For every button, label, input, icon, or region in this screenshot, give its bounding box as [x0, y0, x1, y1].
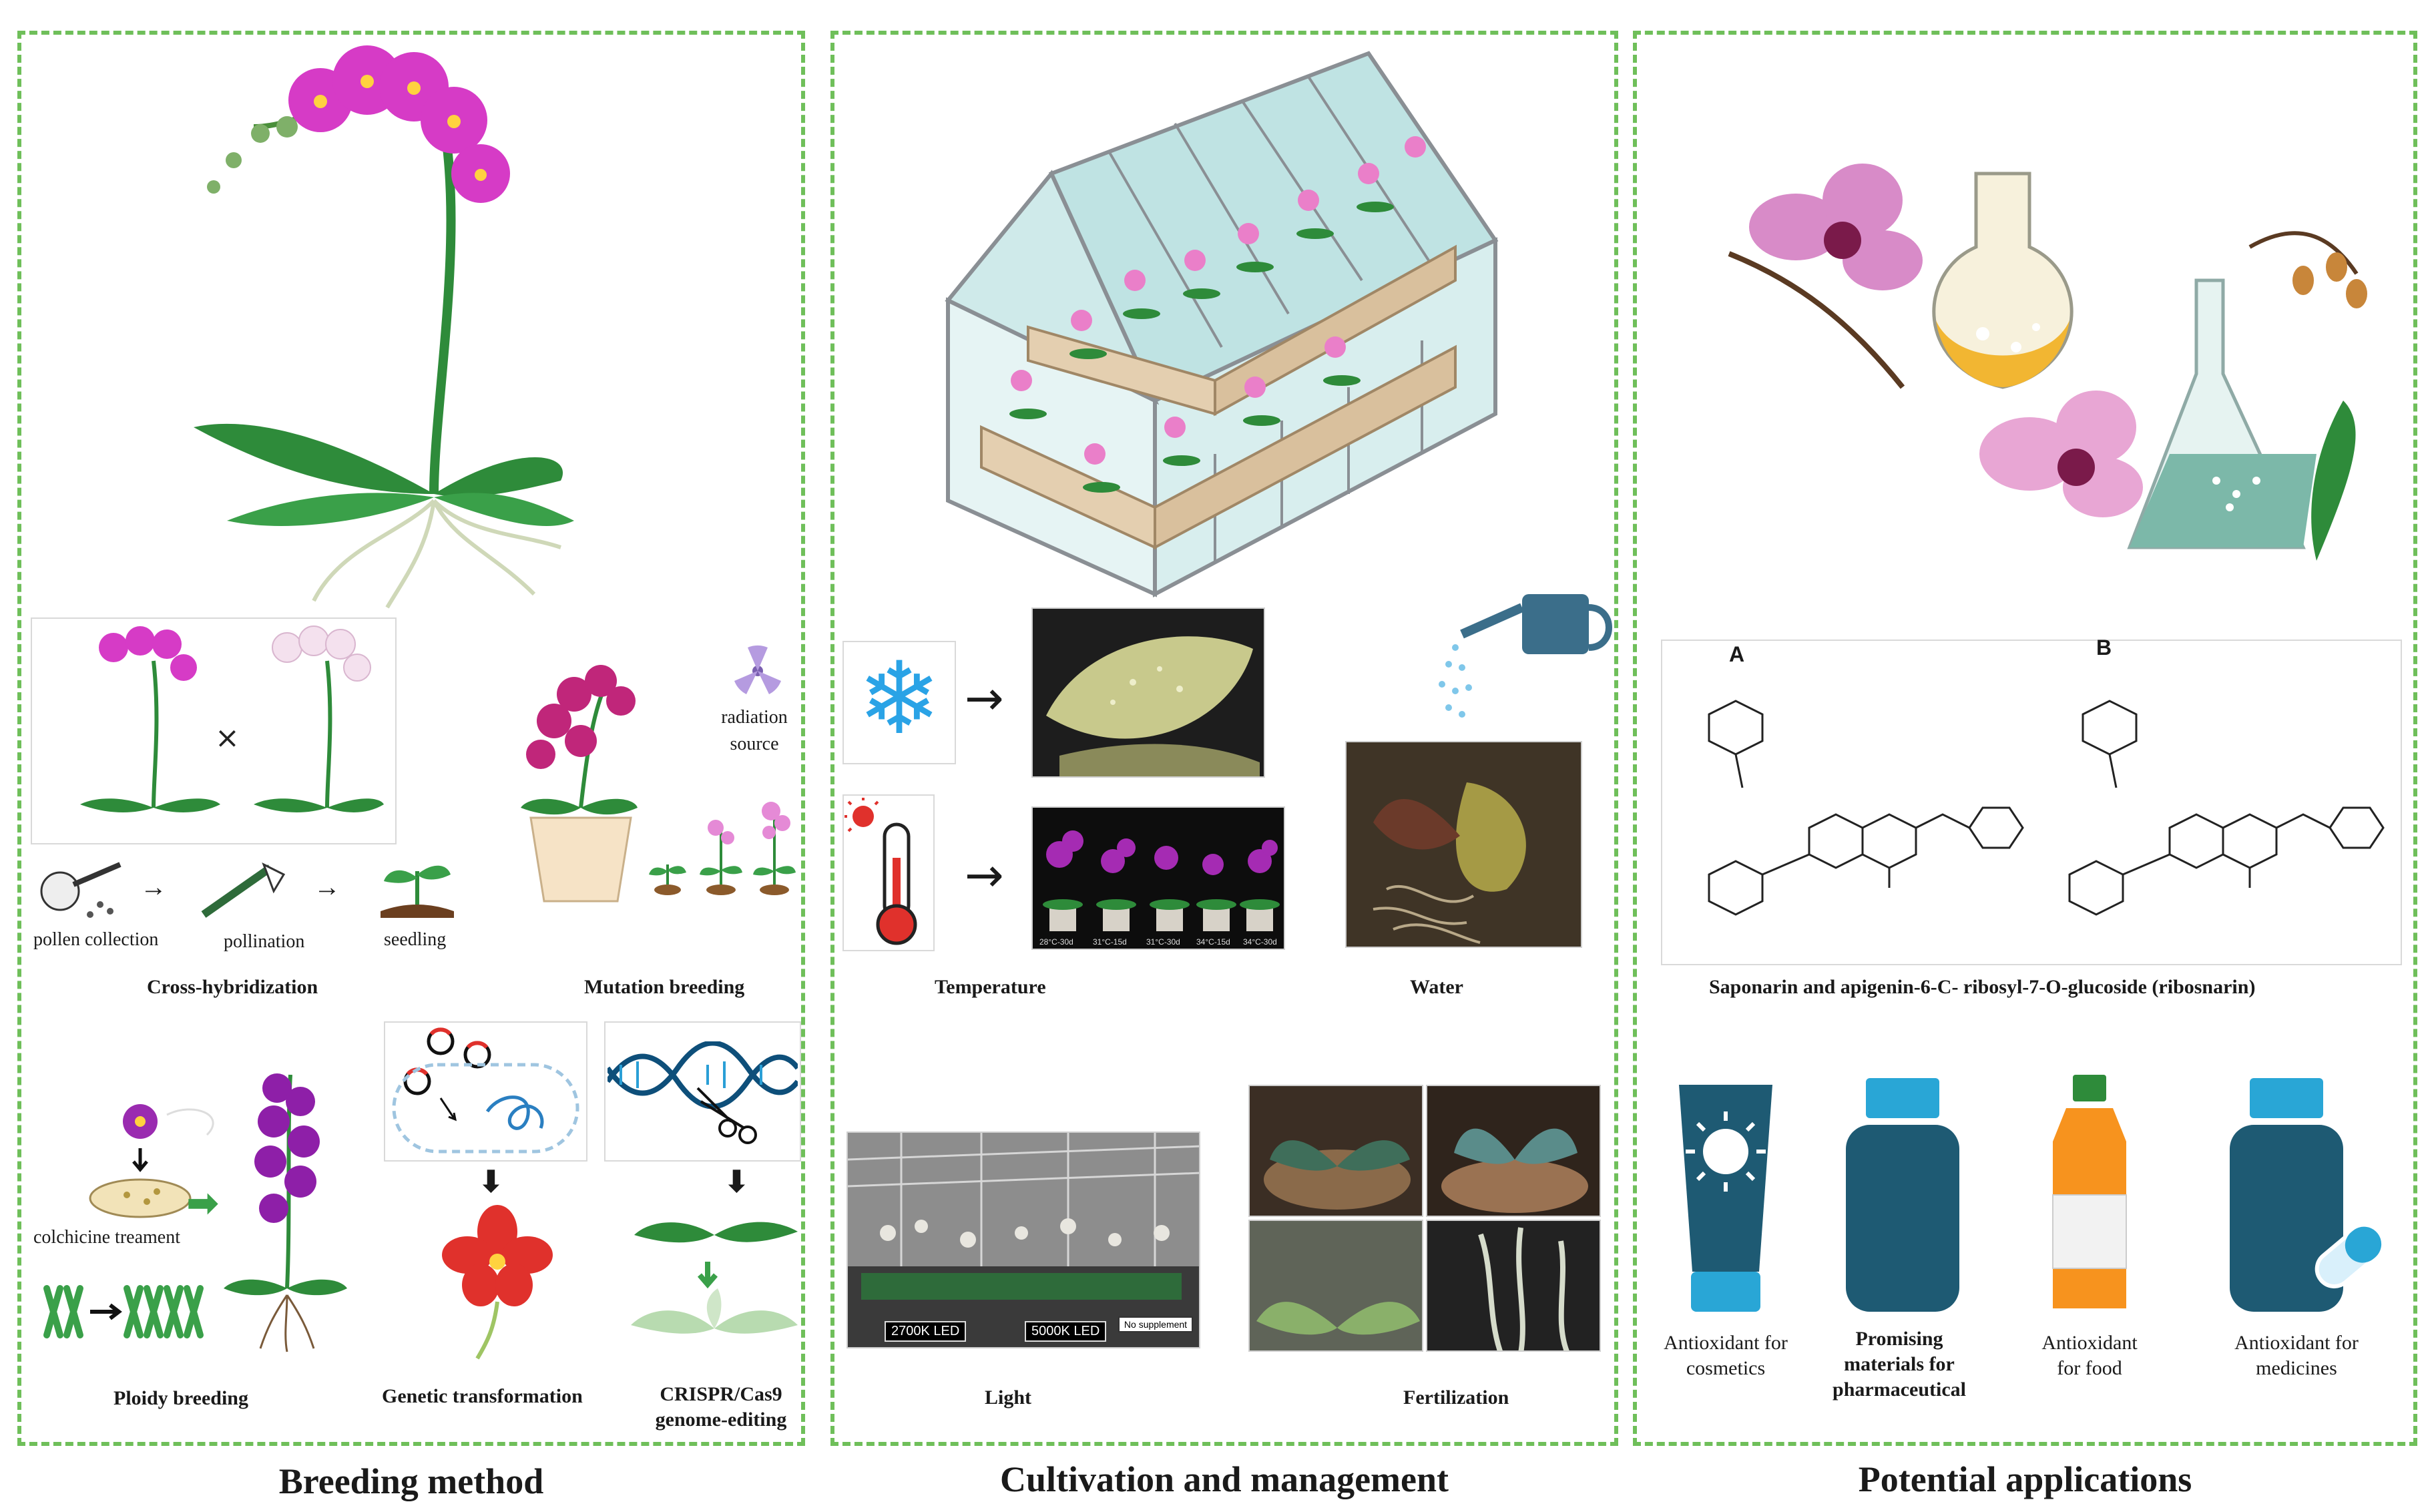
- colchicine-treatment-illustration: [89, 1104, 214, 1218]
- arrow-icon: →: [314, 872, 340, 902]
- fertilization-photo-3: [1248, 1220, 1423, 1352]
- temp-label-5: 34°C-30d: [1243, 937, 1277, 947]
- temp-label-4: 34°C-15d: [1196, 937, 1230, 947]
- arrow-icon: →: [140, 872, 167, 902]
- scissors-icon: [696, 1087, 757, 1144]
- dna-icon: [607, 1041, 798, 1144]
- greenhouse-icon: [945, 51, 1499, 597]
- temp-label-3: 31°C-30d: [1146, 937, 1180, 947]
- mutation-breeding-label: Mutation breeding: [584, 976, 745, 998]
- chemical-structures-box: [1661, 640, 2402, 965]
- potential-applications-caption: Potential applications: [1858, 1459, 2192, 1499]
- plasmid-illustration: [392, 1027, 579, 1154]
- light-greenhouse-photo: 2700K LED 5000K LED No supplement: [846, 1131, 1200, 1348]
- cross-hybridization-label: Cross-hybridization: [147, 976, 318, 998]
- svg-text:×: ×: [215, 721, 240, 755]
- medicine-bottle-icon: [2230, 1078, 2383, 1312]
- fertilization-photo-4: [1426, 1220, 1601, 1352]
- temp-label-2: 31°C-15d: [1093, 937, 1127, 947]
- cultivation-management-caption: Cultivation and management: [999, 1459, 1449, 1499]
- cosmetics-tube-icon: [1679, 1085, 1772, 1312]
- structure-a-label: A: [1729, 642, 1745, 666]
- pollination-tool-icon: [201, 862, 286, 918]
- seedling-label: seedling: [384, 929, 447, 950]
- potted-orchid-illustration: [521, 665, 638, 903]
- two-orchids-illustration: ×: [80, 625, 384, 812]
- structure-caption: Saponarin and apigenin-6-C- ribosyl-7-O-…: [1709, 976, 2256, 998]
- radiation-source-icon: [734, 645, 781, 694]
- radiation-source-label: radiation source: [721, 707, 788, 754]
- food-label: Antioxidant for food: [2041, 1332, 2138, 1379]
- crispr-plant-illustration: [631, 1222, 798, 1334]
- fertilization-label: Fertilization: [1403, 1387, 1509, 1409]
- structure-b-label: B: [2096, 636, 2112, 660]
- seedling-icon: [381, 865, 454, 918]
- genetic-transformation-label: Genetic transformation: [382, 1385, 583, 1407]
- pollen-collection-label: pollen collection: [33, 929, 159, 950]
- flask-icon: [1728, 164, 2367, 561]
- ploidy-breeding-label: Ploidy breeding: [113, 1387, 248, 1409]
- breeding-method-caption: Breeding method: [278, 1461, 544, 1501]
- fertilization-photo-2: [1426, 1085, 1601, 1217]
- ploidy-orchid-illustration: [224, 1073, 347, 1352]
- colchicine-treatment-label: colchicine treament: [33, 1227, 180, 1248]
- thermometer-icon: [844, 798, 917, 945]
- led-5000k-label: 5000K LED: [1025, 1321, 1107, 1342]
- pollen-collection-icon: [40, 862, 121, 918]
- arrow-icon: ⬇: [724, 1166, 749, 1198]
- structure-b-diagram: [2068, 700, 2385, 916]
- bottle-icon: [1846, 1078, 1959, 1312]
- water-stressed-orchid-photo: [1345, 741, 1582, 948]
- crispr-label: CRISPR/Cas9 genome-editing: [655, 1383, 787, 1431]
- no-supplement-label: No supplement: [1118, 1316, 1193, 1332]
- medicines-label: Antioxidant for medicines: [2234, 1332, 2359, 1379]
- snowflake-box: [842, 641, 956, 764]
- pharmaceutical-label: Promising materials for pharmaceutical: [1833, 1328, 1966, 1401]
- red-orchid-illustration: [442, 1205, 553, 1360]
- applications-panel: [1633, 31, 2417, 1446]
- structure-a-diagram: [1708, 700, 2024, 916]
- chromosome-icon: [43, 1285, 204, 1338]
- arrow-icon: →: [965, 671, 1004, 726]
- led-2700k-label: 2700K LED: [885, 1321, 967, 1342]
- breeding-panel: [17, 31, 805, 1446]
- arrow-icon: ➡: [187, 1183, 218, 1224]
- pollination-label: pollination: [224, 931, 305, 952]
- cold-damaged-leaf-photo: [1031, 607, 1265, 778]
- cosmetics-label: Antioxidant for cosmetics: [1664, 1332, 1788, 1379]
- arrow-icon: ⬇: [479, 1166, 503, 1198]
- watering-can-icon: [1439, 594, 1612, 718]
- temperature-orchids-photo: 28°C-30d 31°C-15d 31°C-30d 34°C-15d 34°C…: [1031, 806, 1285, 950]
- light-label: Light: [985, 1387, 1032, 1409]
- snowflake-icon: ❄: [857, 641, 941, 757]
- temp-label-1: 28°C-30d: [1039, 937, 1073, 947]
- water-label: Water: [1410, 976, 1463, 998]
- food-bottle-icon: [2052, 1075, 2127, 1308]
- fertilization-photo-1: [1248, 1085, 1423, 1217]
- orchid-plant-illustration: [194, 45, 574, 609]
- orchid-seedlings-icon: [649, 802, 796, 895]
- temperature-label: Temperature: [935, 976, 1046, 998]
- arrow-icon: →: [965, 848, 1004, 903]
- cultivation-panel: [830, 31, 1618, 1446]
